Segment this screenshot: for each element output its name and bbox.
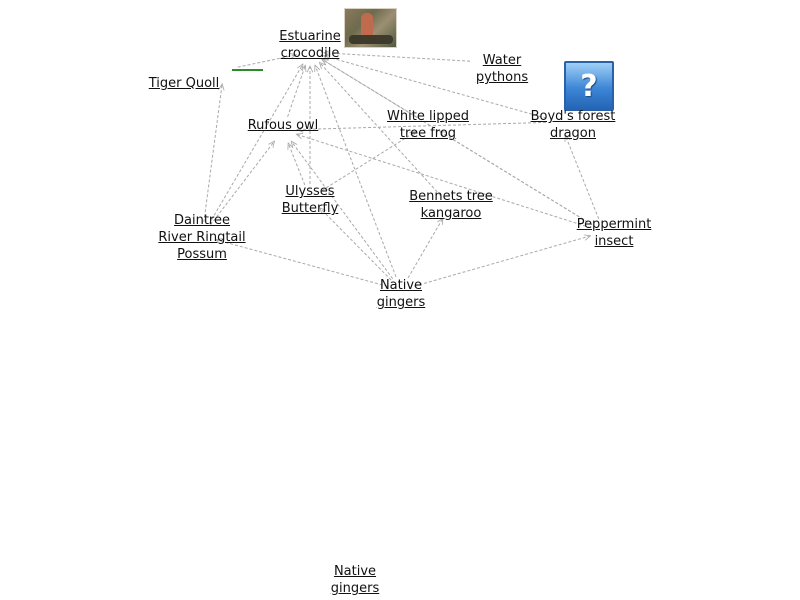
node-label-line: Bennets tree	[409, 189, 493, 204]
food-web-link-boyds_forest_dragon-to-estuarine_crocodile	[323, 56, 547, 119]
tiger-quoll-accent-line	[232, 69, 263, 71]
node-label-line: pythons	[475, 70, 529, 85]
node-native-gingers[interactable]: Native gingers	[364, 277, 438, 311]
node-ulysses-butterfly[interactable]: Ulysses Butterfly	[270, 183, 350, 217]
node-bennets-tree-kangaroo[interactable]: Bennets tree kangaroo	[398, 188, 504, 222]
food-web-link-native_gingers-to-rufous_owl	[291, 141, 394, 280]
node-label-line: tree frog	[399, 126, 457, 141]
node-label-line: Boyd's forest	[530, 109, 616, 124]
food-web-link-native_gingers-to-peppermint_insect	[414, 236, 590, 287]
node-label-line: Possum	[177, 247, 227, 262]
node-label-line: Daintree	[174, 213, 230, 228]
node-label-line: dragon	[549, 126, 596, 141]
node-label-line: crocodile	[280, 46, 340, 61]
node-label-line: Rufous owl	[247, 118, 319, 133]
node-tiger-quoll[interactable]: Tiger Quoll	[140, 75, 228, 92]
food-web-link-daintree_river_ringtail_possum-to-rufous_owl	[210, 141, 275, 226]
node-label-line: Estuarine	[279, 29, 341, 44]
food-web-link-peppermint_insect-to-boyds_forest_dragon	[565, 135, 600, 220]
node-label-line: River Ringtail	[158, 230, 246, 245]
node-label-line: gingers	[376, 295, 426, 310]
food-web-link-daintree_river_ringtail_possum-to-tiger_quoll	[203, 84, 222, 223]
node-boyds-forest-dragon[interactable]: Boyd's forest dragon	[518, 108, 628, 142]
node-label-line: insect	[594, 234, 634, 249]
node-label-line: Tiger Quoll	[148, 76, 220, 91]
food-web-link-ulysses_butterfly-to-rufous_owl	[288, 143, 306, 186]
crocodile-photo[interactable]	[344, 8, 397, 48]
food-web-link-water_pythons-to-estuarine_crocodile	[324, 53, 471, 62]
question-mark-icon[interactable]: ?	[564, 61, 614, 111]
node-label-line: White lipped	[387, 109, 469, 124]
food-web-link-daintree_river_ringtail_possum-to-estuarine_crocodile	[208, 64, 303, 225]
node-daintree-river-ringtail-possum[interactable]: Daintree River Ringtail Possum	[148, 212, 256, 263]
node-label-line: Ulysses	[285, 184, 335, 199]
node-label-line: gingers	[330, 581, 380, 596]
food-web-link-peppermint_insect-to-rufous_owl	[296, 134, 591, 229]
node-estuarine-crocodile[interactable]: Estuarine crocodile	[270, 28, 350, 62]
node-white-lipped-tree-frog[interactable]: White lipped tree frog	[378, 108, 478, 142]
node-label-line: Water	[482, 53, 522, 68]
food-web-link-native_gingers-to-bennets_tree_kangaroo	[407, 218, 443, 279]
node-label-line: kangaroo	[420, 206, 482, 221]
food-web-link-ulysses_butterfly-to-white_lipped_tree_frog	[321, 131, 416, 191]
food-web-link-native_gingers-to-ulysses_butterfly	[320, 208, 392, 281]
food-web-link-native_gingers-to-estuarine_crocodile	[315, 65, 397, 278]
food-web-link-boyds_forest_dragon-to-rufous_owl	[297, 121, 547, 129]
node-peppermint-insect[interactable]: Peppermint insect	[568, 216, 660, 250]
node-label-line: Peppermint	[576, 217, 652, 232]
node-rufous-owl[interactable]: Rufous owl	[240, 117, 326, 134]
node-water-pythons[interactable]: Water pythons	[466, 52, 538, 86]
food-web-link-bennets_tree_kangaroo-to-estuarine_crocodile	[319, 62, 441, 196]
node-label-line: Native	[333, 564, 377, 579]
node-native-gingers-lower[interactable]: Native gingers	[318, 563, 392, 597]
node-label-line: Native	[379, 278, 423, 293]
node-label-line: Butterfly	[281, 201, 339, 216]
food-web-link-rufous_owl-to-estuarine_crocodile	[287, 65, 306, 117]
